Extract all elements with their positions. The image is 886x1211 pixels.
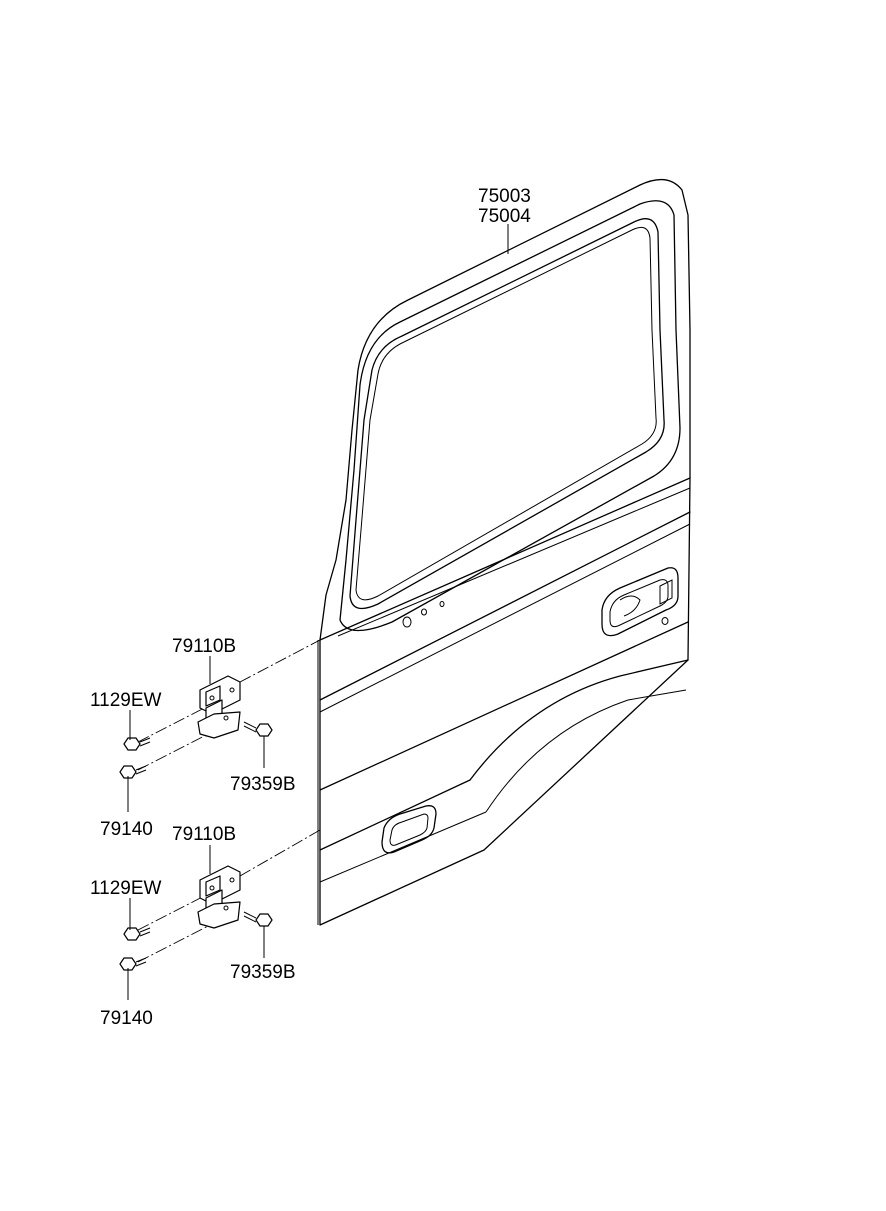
lower-bolt-79140 (119, 957, 147, 971)
lower-bolt-1129ew (123, 927, 151, 941)
label-upper-bolt-79140: 79140 (100, 819, 153, 840)
label-upper-screw-79359b: 79359B (230, 774, 296, 795)
label-lower-bolt-79140: 79140 (100, 1008, 153, 1029)
upper-hinge (197, 675, 241, 739)
door-panel (317, 178, 691, 926)
label-door-75004: 75004 (478, 206, 531, 227)
label-lower-bolt-1129ew: 1129EW (90, 878, 162, 899)
upper-screw-79359b (243, 721, 273, 737)
leader-lines (127, 224, 509, 1000)
label-lower-hinge: 79110B (172, 824, 236, 845)
label-door-75003: 75003 (478, 186, 531, 207)
lower-hinge (197, 865, 241, 929)
upper-bolt-79140 (119, 765, 147, 779)
inner-handle-recess (601, 567, 679, 637)
assembly-lines (137, 639, 321, 963)
upper-bolt-1129ew (123, 737, 151, 751)
lower-screw-79359b (243, 911, 273, 927)
label-upper-hinge: 79110B (172, 636, 236, 657)
label-lower-screw-79359b: 79359B (230, 962, 296, 983)
lower-door-pocket (381, 805, 437, 854)
label-upper-bolt-1129ew: 1129EW (90, 690, 162, 711)
